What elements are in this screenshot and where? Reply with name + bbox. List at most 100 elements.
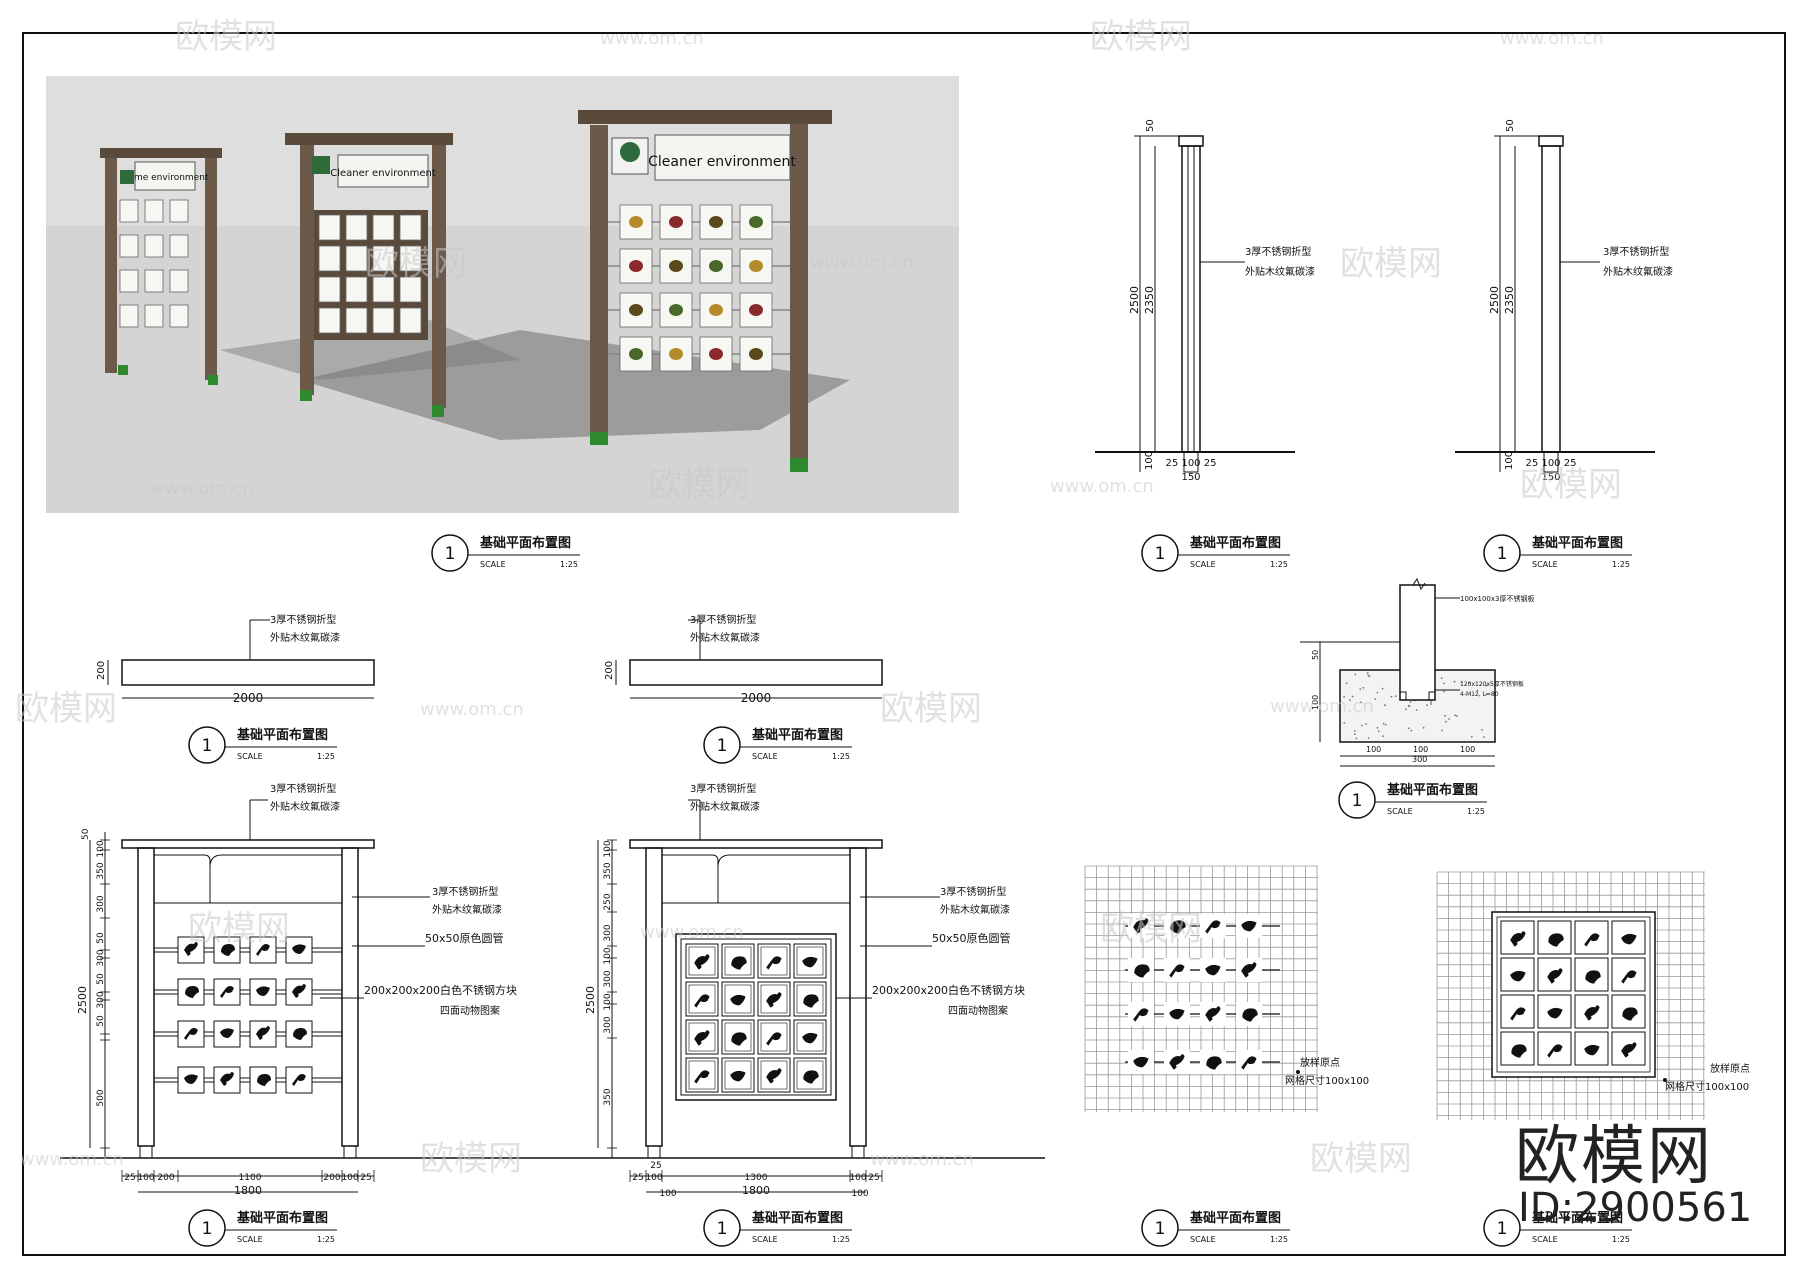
elev-b-note-steel-2: 3厚不锈钢折型 [940, 885, 1006, 898]
animal-icon [1169, 1054, 1185, 1070]
render-b2-tile [372, 245, 395, 272]
animal-icon [730, 1070, 746, 1082]
concrete-dot [1351, 695, 1354, 698]
title-number: 1 [1155, 1219, 1166, 1239]
post-b-width: 25 100 25 [1526, 458, 1577, 469]
animal-icon [1621, 1042, 1637, 1058]
animal-icon [292, 1074, 306, 1086]
render-b3-insect [709, 216, 723, 228]
animal-icon-shape [1241, 920, 1257, 932]
grid-b-tile [1500, 957, 1535, 992]
post-a-base: 100 [1144, 451, 1155, 470]
post-b-width-total: 150 [1541, 472, 1560, 483]
render-b2-tile [318, 307, 341, 334]
animal-icon-shape [1548, 933, 1564, 947]
elev-b-tile-inner [724, 946, 752, 976]
concrete-dot [1349, 699, 1351, 702]
animal-icon [730, 994, 746, 1006]
render-b3-insect [749, 260, 763, 272]
title-scale-value: 1:25 [1270, 560, 1288, 569]
animal-icon-shape [220, 1028, 234, 1038]
animal-icon-shape [1584, 1044, 1600, 1056]
concrete-dot [1455, 715, 1458, 717]
animal-icon-shape [292, 984, 306, 998]
concrete-dot [1415, 709, 1418, 711]
beam-right-height: 200 [604, 661, 615, 680]
concrete-dot [1354, 733, 1356, 735]
elev-b-note-wood: 外贴木纹氟碳漆 [690, 800, 760, 813]
concrete-dot [1367, 674, 1370, 677]
animal-icon [1241, 1056, 1257, 1070]
title-scale-word: SCALE [752, 752, 778, 761]
animal-icon [766, 1068, 782, 1084]
animal-icon [256, 986, 270, 996]
render-b2-tile [318, 214, 341, 241]
concrete-dot [1345, 682, 1348, 685]
animal-icon [1205, 1006, 1221, 1022]
watermark-url-8: www.om.cn [640, 922, 744, 943]
concrete-dot [1409, 701, 1412, 703]
animal-icon-shape [694, 1070, 710, 1084]
animal-icon [694, 954, 710, 970]
render-b1-cube [144, 199, 164, 223]
footing-section: 100x100x3厚不锈钢板 120x120x5厚不锈钢板 4-M12, L=8… [1300, 577, 1534, 767]
animal-icon-shape [694, 1030, 710, 1046]
beam-left-width: 2000 [233, 691, 264, 705]
title-scale-word: SCALE [752, 1235, 778, 1244]
animal-icon-shape [730, 1070, 746, 1082]
watermark-url-1: www.om.cn [600, 28, 704, 49]
animal-icon [1133, 1008, 1149, 1022]
animal-icon [802, 956, 818, 968]
beam-plan-left: 3厚不锈钢折型 外贴木纹氟碳漆 2000 200 [96, 613, 375, 705]
elev-b-tile-inner [688, 984, 716, 1014]
concrete-dot [1426, 704, 1428, 707]
concrete-dot [1422, 726, 1425, 729]
animal-icon [1510, 931, 1526, 947]
elev-a-h-label: 25 [360, 1173, 371, 1183]
concrete-dot [1453, 680, 1456, 683]
elev-b-tile-inner [796, 1022, 824, 1052]
elev-b-total: 2500 [584, 986, 597, 1014]
animal-icon [1169, 1008, 1185, 1020]
elev-b-v-label: 100 [603, 840, 613, 857]
elev-b-tile-inner [724, 984, 752, 1014]
animal-icon [731, 1032, 747, 1046]
animal-icon-shape [1585, 970, 1601, 984]
watermarks: 欧模网 www.om.cn 欧模网 www.om.cn 欧模网 www.om.c… [15, 17, 1622, 1179]
concrete-dot [1481, 728, 1483, 731]
beam-right-width: 2000 [741, 691, 772, 705]
animal-icon-shape [1621, 933, 1637, 945]
render-b3-insect [629, 304, 643, 316]
beam-right-note-2: 外贴木纹氟碳漆 [690, 631, 760, 644]
animal-icon-shape [1622, 1007, 1638, 1021]
animal-icon [1510, 970, 1526, 982]
animal-icon [766, 1032, 782, 1046]
concrete-dot [1367, 737, 1370, 739]
animal-icon [803, 1070, 819, 1084]
animal-icon-shape [1510, 1007, 1526, 1021]
title-bubble [703, 726, 741, 764]
render-b2-tile [399, 214, 422, 241]
elev-a-v-label: 50 [96, 932, 106, 944]
concrete-dot [1355, 737, 1358, 740]
render-b2-tile [372, 276, 395, 303]
post-elevation-left: 2500 2350 50 100 25 100 25 150 3厚不锈钢折型 外… [1095, 119, 1315, 483]
layout-grid-cubes [1084, 865, 1318, 1112]
concrete-dot [1407, 727, 1410, 730]
elev-a-cube [177, 1020, 205, 1048]
beam-left-note-1: 3厚不锈钢折型 [270, 613, 336, 626]
animal-icon-shape [803, 994, 819, 1008]
elev-b-tile [685, 1057, 719, 1093]
grid-a-origin [1296, 1070, 1300, 1074]
render-b3-insect [669, 348, 683, 360]
render-board-3: Cleaner environment [578, 110, 832, 472]
animal-icon [766, 992, 782, 1008]
concrete-dot [1362, 686, 1365, 689]
animal-icon [1584, 1044, 1600, 1056]
footing-note-bolt-1: 120x120x5厚不锈钢板 [1460, 680, 1524, 688]
title-number: 1 [717, 736, 728, 756]
render-b1-cube [144, 269, 164, 293]
render-b2-tile [372, 307, 395, 334]
elev-b-note-steel: 3厚不锈钢折型 [690, 782, 756, 795]
post-b-note-1: 3厚不锈钢折型 [1603, 245, 1669, 258]
